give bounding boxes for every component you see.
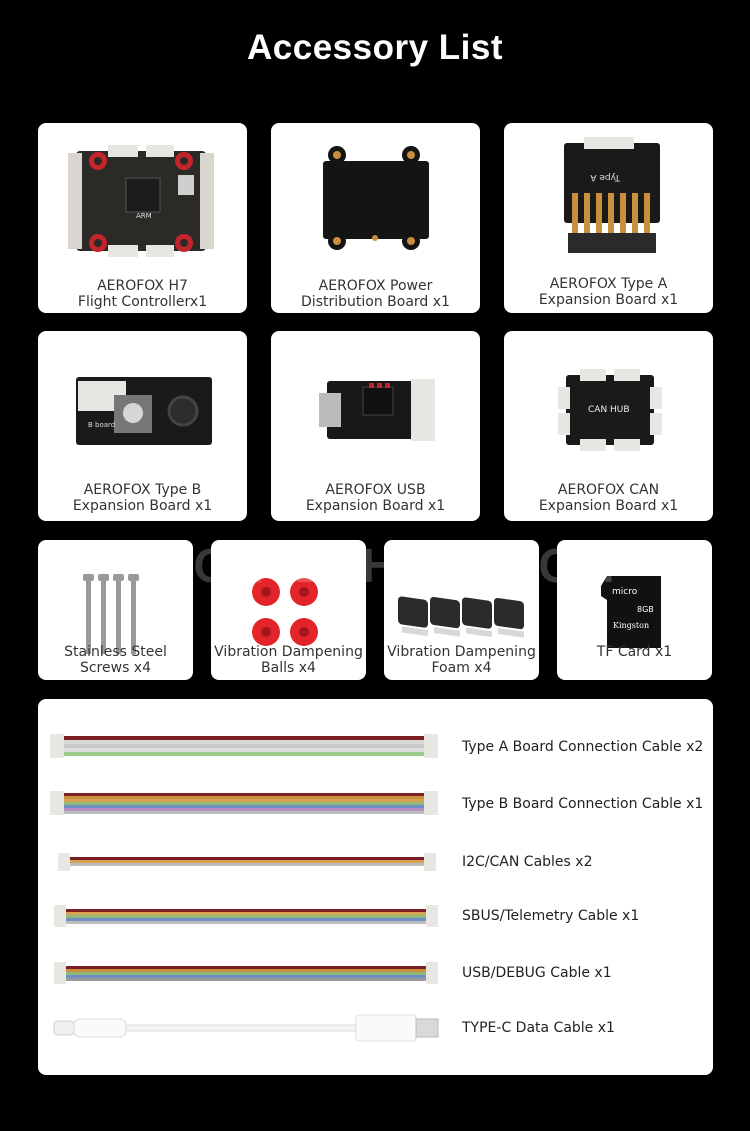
cable-label: USB/DEBUG Cable x1 <box>462 965 612 981</box>
arm-chip-label: ARM <box>136 212 152 220</box>
cable-row: TYPE-C Data Cable x1 <box>38 1009 713 1049</box>
cable-usb-debug-image <box>54 962 438 984</box>
type-b-board-image: B board <box>76 377 212 445</box>
tf-card-image: micro Kingston 8GB <box>601 576 661 648</box>
cable-label: Type B Board Connection Cable x1 <box>462 796 704 812</box>
cable-row: SBUS/Telemetry Cable x1 <box>38 897 713 937</box>
cable-sbus-image <box>54 905 438 927</box>
power-board-image <box>323 146 429 250</box>
cable-label: TYPE-C Data Cable x1 <box>462 1020 615 1036</box>
dampening-balls-image <box>252 578 318 646</box>
cable-row: I2C/CAN Cables x2 <box>38 843 713 883</box>
type-b-board-label: B board <box>88 421 115 429</box>
cable-label: SBUS/Telemetry Cable x1 <box>462 908 640 924</box>
sd-size-label: 8GB <box>637 605 654 614</box>
usb-board-image <box>319 379 435 441</box>
card-tf-card: micro Kingston 8GB TF Card x1 <box>557 540 712 680</box>
cable-label: Type A Board Connection Cable x2 <box>462 739 704 755</box>
card-caption: TF Card x1 <box>596 644 673 660</box>
cable-type-a-image <box>50 734 438 758</box>
cable-type-b-image <box>50 791 438 815</box>
type-a-board-label: Type A <box>589 172 621 182</box>
sd-micro-label: micro <box>612 587 638 597</box>
screws-image <box>83 574 139 654</box>
cable-label: I2C/CAN Cables x2 <box>462 854 593 870</box>
cable-row: Type B Board Connection Cable x1 <box>38 785 713 825</box>
flight-controller-image: ARM <box>68 145 214 257</box>
type-a-board-image: Type A <box>564 137 660 253</box>
sd-brand-label: Kingston <box>613 621 649 630</box>
can-hub-image: CAN HUB <box>558 369 662 451</box>
page-title: Accessory List <box>246 28 504 67</box>
dampening-foam-image <box>398 596 524 638</box>
cables-panel: Type A Board Connection Cable x2 Type B … <box>38 699 713 1075</box>
cable-i2c-can-image <box>58 853 436 871</box>
cable-row: Type A Board Connection Cable x2 <box>38 728 713 768</box>
cable-row: USB/DEBUG Cable x1 <box>38 954 713 994</box>
can-hub-label: CAN HUB <box>588 405 630 415</box>
cable-type-c-image <box>53 1014 439 1042</box>
